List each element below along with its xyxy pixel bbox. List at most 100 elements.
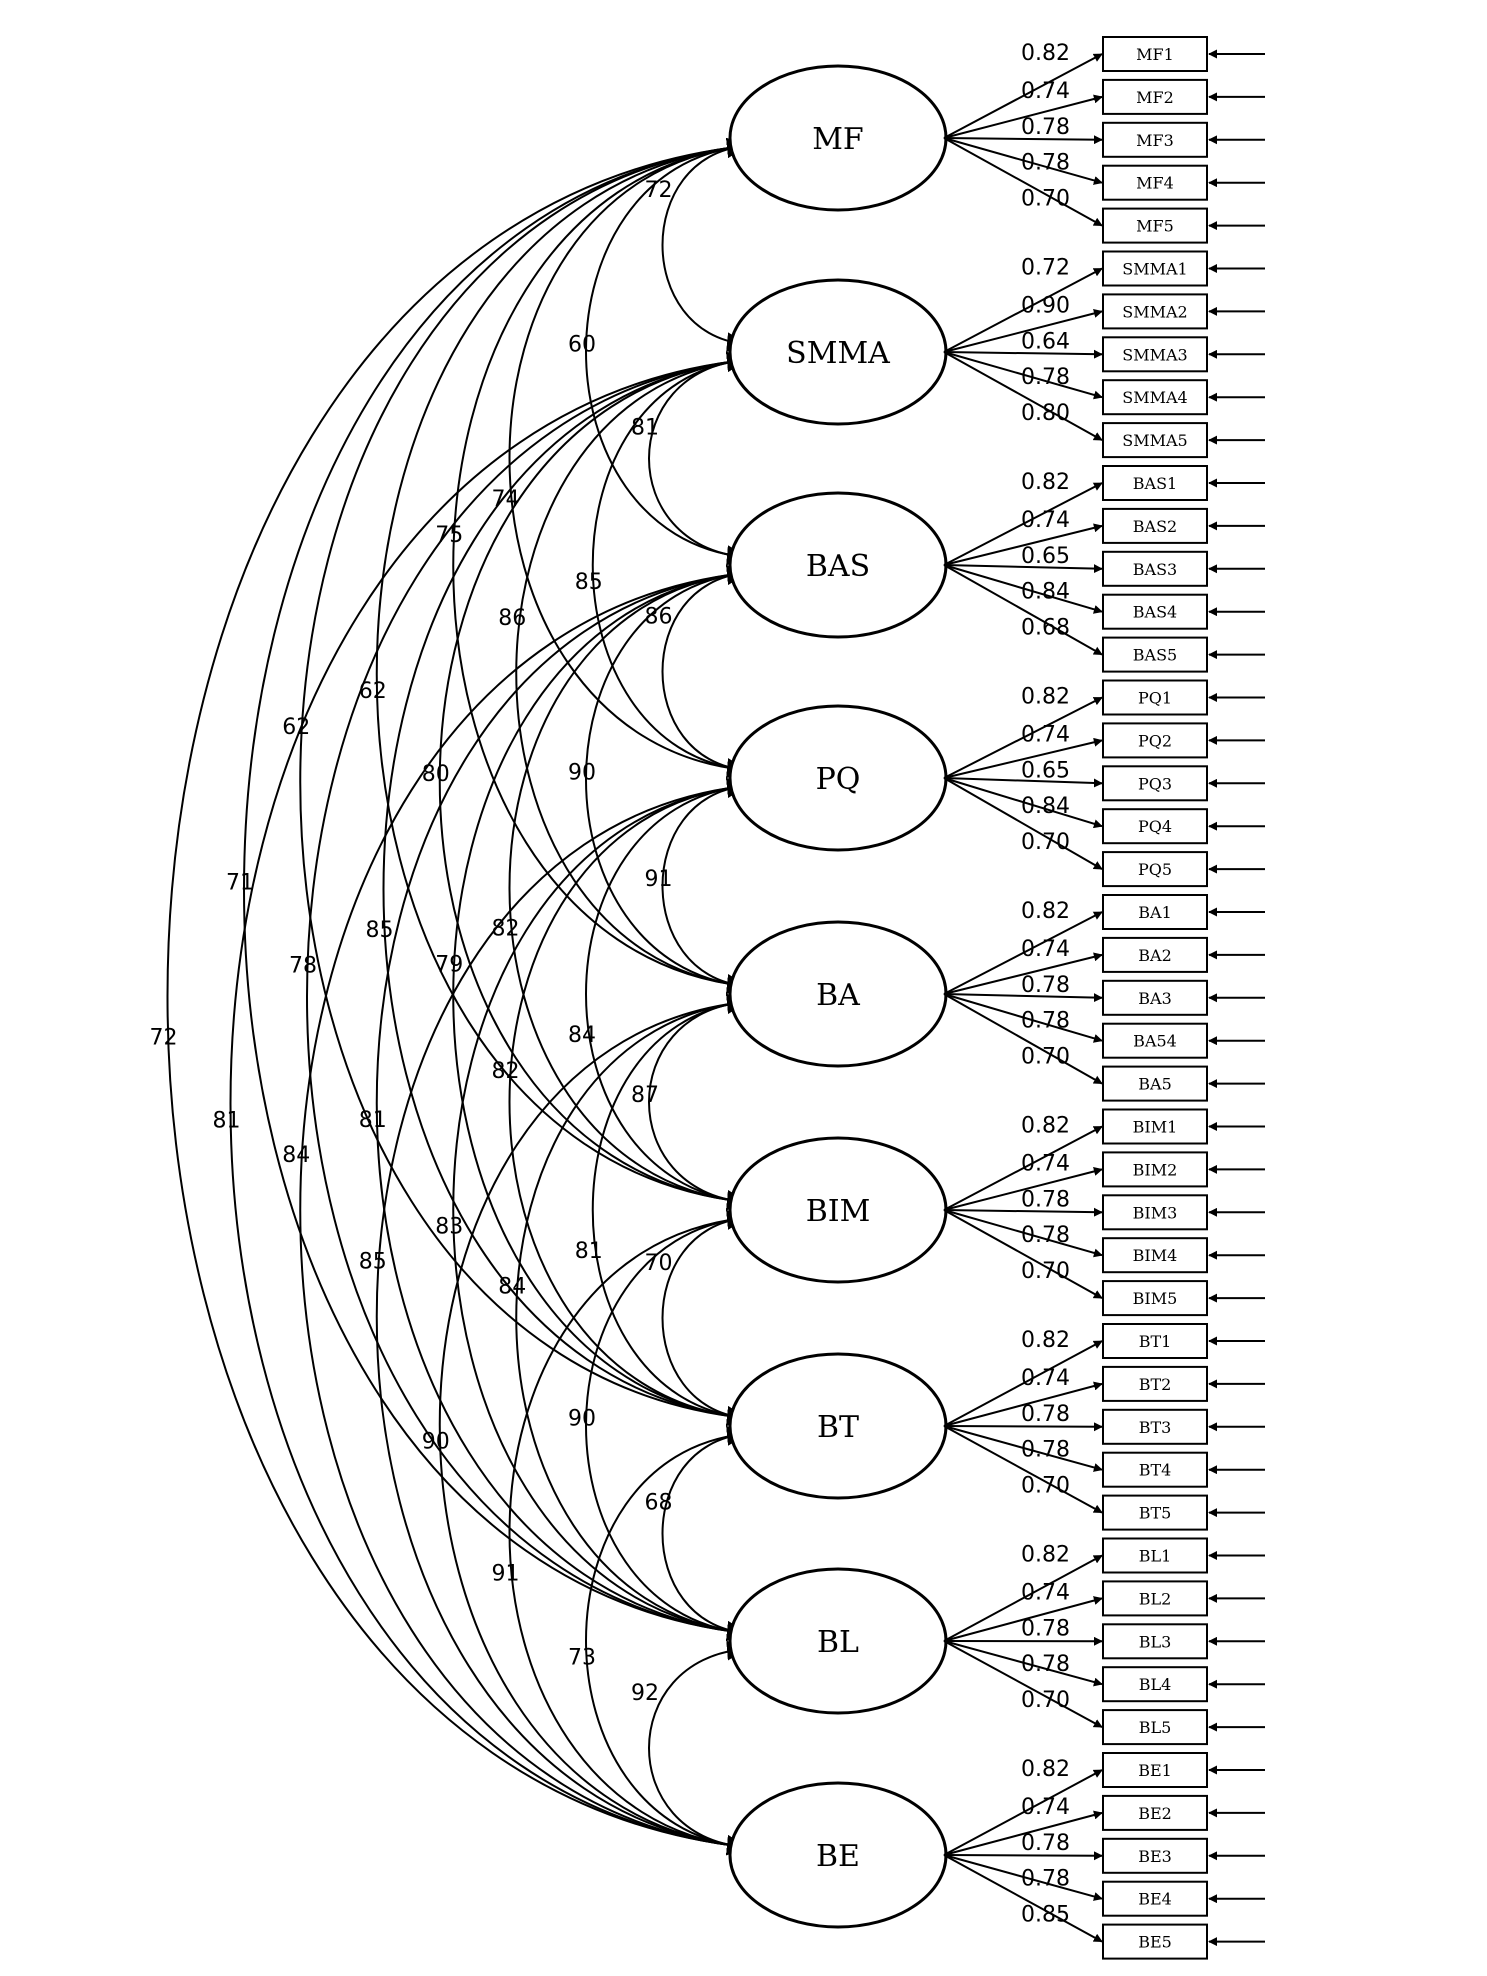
loading-arrow xyxy=(943,1209,1103,1258)
indicator-label: BL3 xyxy=(1139,1632,1172,1651)
correlation-label: 72 xyxy=(150,1026,178,1051)
loading-arrow xyxy=(943,267,1103,353)
correlation-curve xyxy=(648,351,747,566)
loading-arrow xyxy=(943,94,1103,139)
indicator-label: BT1 xyxy=(1139,1332,1172,1351)
indicator-label: BA1 xyxy=(1138,903,1172,922)
indicator-label: PQ1 xyxy=(1138,689,1172,708)
correlation-bim-be: 91 xyxy=(492,1209,747,1856)
indicator-label: BT2 xyxy=(1139,1375,1172,1394)
latent-mf: MF xyxy=(728,64,948,212)
correlation-label: 78 xyxy=(289,954,317,979)
correlation-smma-bas: 81 xyxy=(631,351,747,566)
correlation-label: 90 xyxy=(568,761,596,786)
loading-arrow xyxy=(943,993,1103,1003)
correlation-smma-bl: 78 xyxy=(289,352,747,1641)
correlation-label: 81 xyxy=(631,416,659,441)
correlation-bt-be: 73 xyxy=(568,1425,747,1856)
correlation-label: 86 xyxy=(498,606,526,631)
correlation-curve xyxy=(306,352,747,1641)
correlation-curve xyxy=(508,564,747,1211)
correlation-bas-pq: 86 xyxy=(645,564,747,779)
indicator-box xyxy=(1102,1623,1208,1660)
indicator-box xyxy=(1102,1451,1208,1488)
indicator-label: BE1 xyxy=(1138,1761,1172,1780)
loading-arrow xyxy=(943,1596,1103,1642)
indicator-box xyxy=(1102,722,1208,759)
loading-label: 0.74 xyxy=(1021,937,1070,962)
correlation-label: 62 xyxy=(282,715,310,740)
loading-label: 0.78 xyxy=(1021,1187,1070,1212)
correlation-mf-be: 72 xyxy=(150,138,747,1855)
loading-arrow xyxy=(943,911,1103,995)
indicator-box xyxy=(1102,250,1208,287)
indicator-box xyxy=(1102,765,1208,802)
correlation-label: 92 xyxy=(631,1681,659,1706)
loading-label: 0.78 xyxy=(1021,365,1070,390)
loading-arrow xyxy=(943,1554,1103,1642)
correlation-mf-bt: 62 xyxy=(282,138,747,1426)
correlation-label: 85 xyxy=(359,1250,387,1275)
loading-label: 0.80 xyxy=(1021,401,1070,426)
loading-label: 0.78 xyxy=(1021,1438,1070,1463)
loading-label: 0.78 xyxy=(1021,1223,1070,1248)
indicator-box xyxy=(1102,1580,1208,1617)
correlation-curve xyxy=(508,137,747,779)
loading-label: 0.70 xyxy=(1021,1259,1070,1284)
indicator-box xyxy=(1102,1280,1208,1317)
indicator-label: MF1 xyxy=(1136,45,1174,64)
indicator-box xyxy=(1102,1494,1208,1531)
indicator-label: PQ5 xyxy=(1138,860,1172,879)
indicator-box xyxy=(1102,1709,1208,1746)
loading-arrow xyxy=(943,1125,1103,1211)
indicator-ba2: BA2 0.74 xyxy=(943,936,1265,995)
loading-label: 0.85 xyxy=(1021,1903,1070,1928)
correlation-curve xyxy=(515,993,747,1642)
loading-label: 0.82 xyxy=(1021,1757,1070,1782)
indicator-box xyxy=(1102,1923,1208,1960)
indicator-label: BAS5 xyxy=(1133,646,1177,665)
indicator-box xyxy=(1102,1880,1208,1917)
indicator-box xyxy=(1102,593,1208,630)
loading-arrow xyxy=(943,351,1103,400)
correlation-label: 70 xyxy=(645,1251,673,1276)
loading-label: 0.70 xyxy=(1021,1688,1070,1713)
correlation-label: 79 xyxy=(435,953,463,978)
correlation-curve xyxy=(591,351,747,779)
latent-pq: PQ xyxy=(728,704,948,852)
correlation-curve xyxy=(508,777,747,1427)
indicator-label: SMMA5 xyxy=(1122,431,1187,450)
indicator-label: BAS2 xyxy=(1133,517,1177,536)
correlation-label: 91 xyxy=(492,1562,520,1587)
latent-label: BE xyxy=(816,1839,860,1874)
loading-arrow xyxy=(943,309,1103,353)
indicator-label: BA2 xyxy=(1138,946,1172,965)
loading-label: 0.74 xyxy=(1021,508,1070,533)
loading-label: 0.82 xyxy=(1021,470,1070,495)
latent-ba: BA xyxy=(728,920,948,1068)
correlation-curve xyxy=(508,1209,747,1856)
correlation-curve xyxy=(382,352,747,1426)
indicator-bas2: BAS2 0.74 xyxy=(943,507,1265,566)
correlation-curve xyxy=(585,1209,747,1642)
indicator-box xyxy=(1102,894,1208,930)
correlation-pq-ba: 91 xyxy=(645,777,747,995)
indicator-label: SMMA1 xyxy=(1122,260,1187,279)
indicator-box xyxy=(1102,1365,1208,1402)
correlation-smma-pq: 85 xyxy=(575,351,747,779)
indicator-box xyxy=(1102,78,1208,115)
indicator-label: BL1 xyxy=(1139,1547,1172,1566)
